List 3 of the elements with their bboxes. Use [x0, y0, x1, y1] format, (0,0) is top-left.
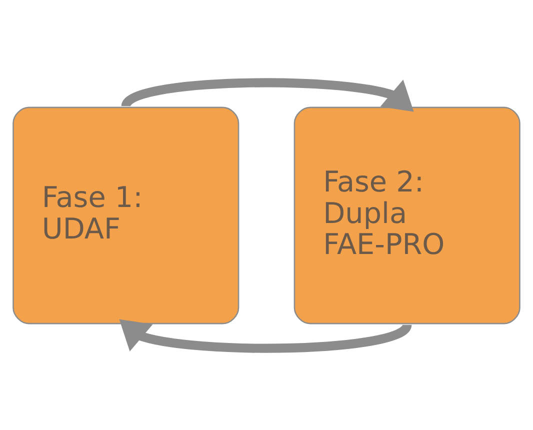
arrow — [122, 78, 414, 112]
node-box: Fase 1: UDAF — [12, 106, 240, 324]
node-box: Fase 2: Dupla FAE-PRO — [294, 106, 520, 324]
